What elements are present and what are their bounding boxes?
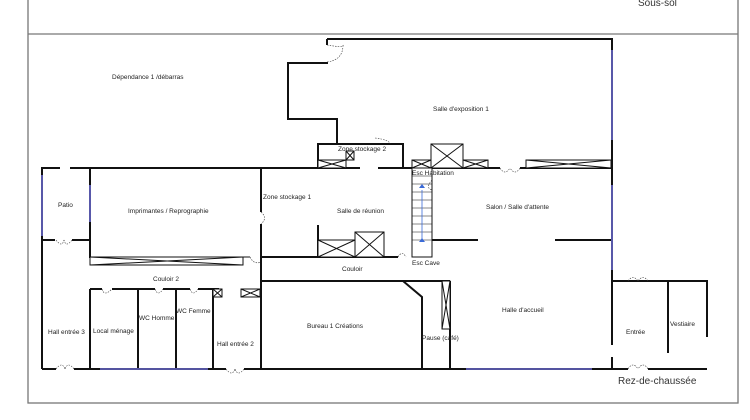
room-label: Salon / Salle d'attente	[486, 204, 549, 211]
level-label-ground: Rez-de-chaussée	[618, 376, 697, 387]
room-label: Hall entrée 3	[48, 329, 85, 336]
room-label: Pause (café)	[422, 335, 459, 342]
doors	[55, 44, 649, 374]
room-label: Couloir	[342, 266, 363, 273]
frame	[27, 0, 739, 404]
room-label: Halle d'accueil	[502, 307, 544, 314]
room-label: Imprimantes / Reprographie	[128, 208, 209, 215]
room-label: Salle de réunion	[337, 208, 384, 215]
room-label: Patio	[58, 202, 73, 209]
room-label: Local ménage	[93, 328, 134, 335]
room-label: Esc Habitation	[412, 170, 454, 177]
windows	[41, 50, 613, 370]
room-label: Zone stockage 2	[338, 146, 386, 153]
room-label: Salle d'exposition 1	[433, 106, 489, 113]
room-label: Vestiaire	[670, 321, 695, 328]
room-label: Zone stockage 1	[263, 194, 311, 201]
level-label-basement: Sous-sol	[638, 0, 677, 9]
room-label: Entrée	[626, 329, 646, 336]
room-label: Hall entrée 2	[217, 341, 254, 348]
hatched-blocks	[89, 143, 612, 330]
room-label: Couloir 2	[153, 276, 179, 283]
room-label: WC Homme	[139, 315, 175, 322]
room-label: Esc Cave	[412, 260, 440, 267]
room-label: Dépendance 1 /débarras	[112, 74, 184, 81]
room-label: Bureau 1 Créations	[307, 323, 364, 330]
room-label: WC Femme	[176, 308, 211, 315]
